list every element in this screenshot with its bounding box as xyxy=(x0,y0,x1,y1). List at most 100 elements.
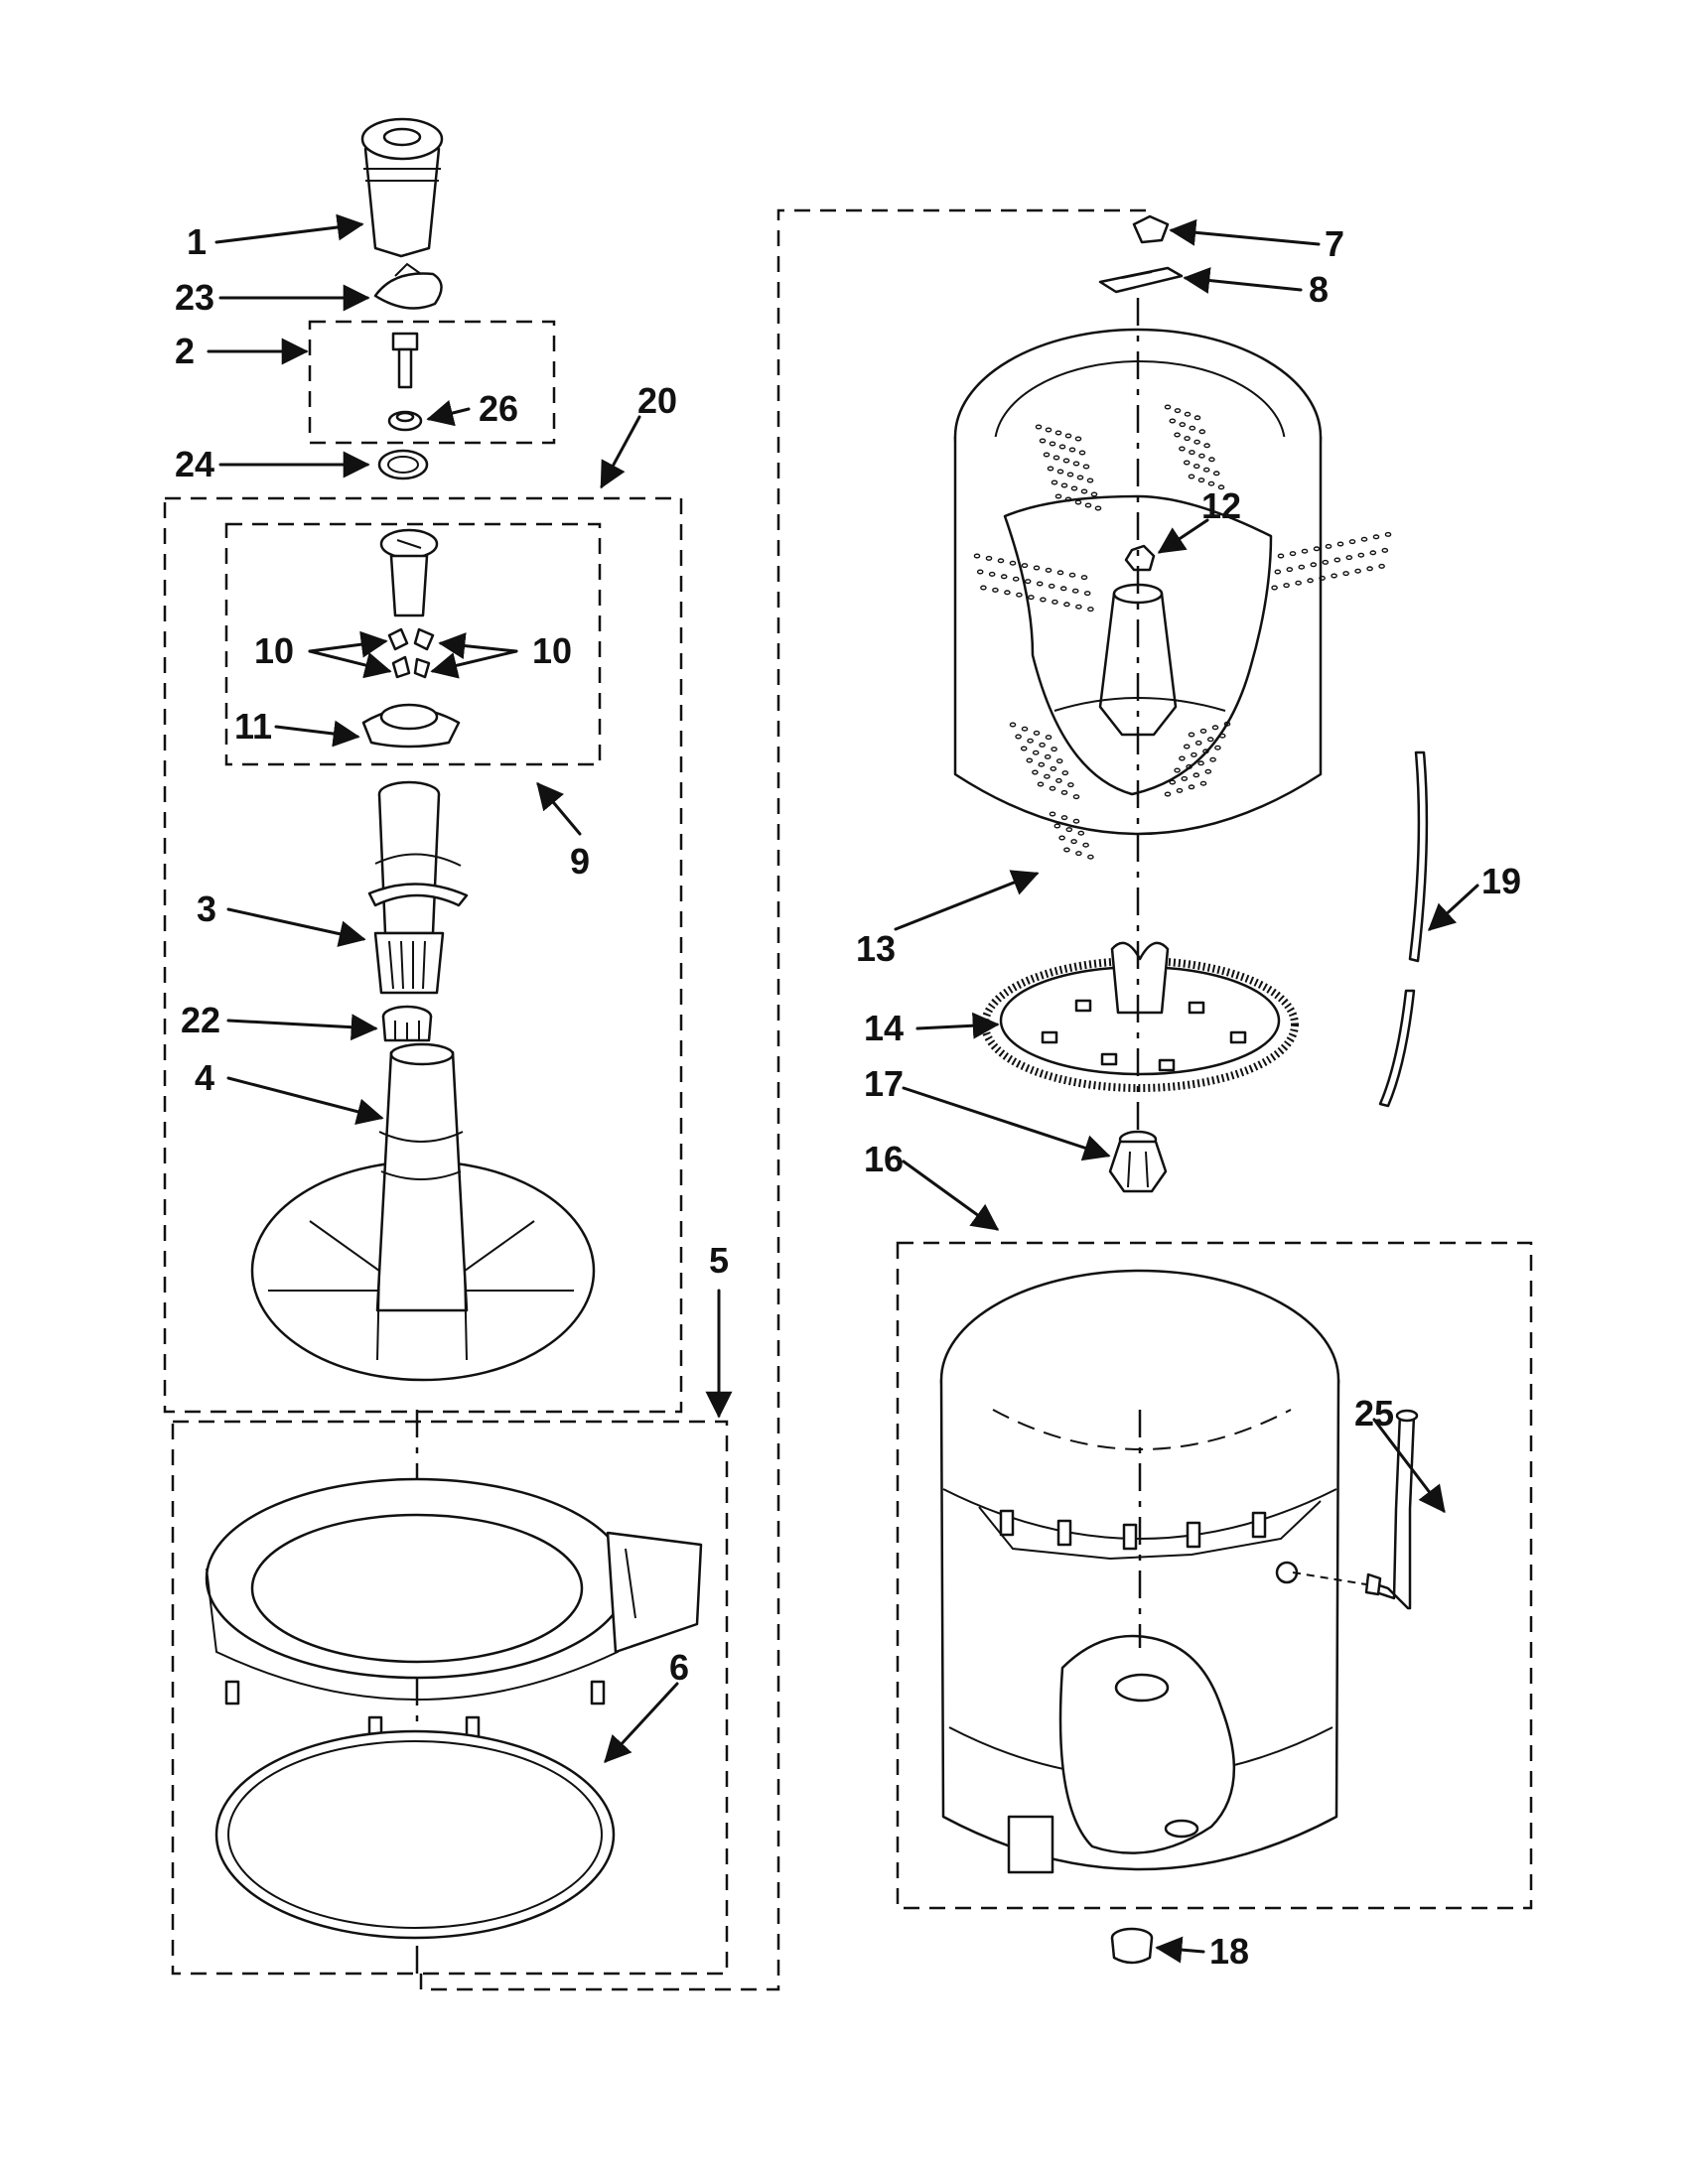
callout-24: 24 xyxy=(175,444,214,484)
perforation-hole xyxy=(1197,478,1205,483)
perforation-hole xyxy=(1033,565,1041,571)
perforation-hole xyxy=(1176,787,1184,793)
perforation-hole xyxy=(1033,730,1041,736)
part-18-plug xyxy=(1110,1927,1154,1965)
perforation-hole xyxy=(1060,815,1068,821)
leader-arrows xyxy=(207,213,1479,1964)
perforation-hole xyxy=(1024,579,1032,585)
perforation-hole xyxy=(1087,607,1094,613)
perforation-hole xyxy=(1211,725,1219,731)
perforation-hole xyxy=(1174,767,1181,773)
perforation-hole xyxy=(1212,471,1220,477)
perforation-hole xyxy=(1325,543,1333,549)
part-1-fabric-softener-cap xyxy=(360,117,444,258)
perforation-hole xyxy=(1068,572,1076,578)
perforation-hole xyxy=(1061,770,1069,776)
callout-7: 7 xyxy=(1325,223,1344,264)
perforation-hole xyxy=(1066,472,1074,478)
perforation-hole xyxy=(1015,734,1022,740)
callout-16: 16 xyxy=(864,1139,904,1179)
perforation-hole xyxy=(1193,464,1200,470)
perforation-hole xyxy=(1016,592,1023,598)
perforation-hole xyxy=(1169,779,1177,785)
perforation-hole xyxy=(1049,811,1056,817)
perforation-hole xyxy=(1047,466,1054,472)
part-cam xyxy=(379,528,439,617)
perforation-hole xyxy=(1223,721,1231,727)
group-box-20 xyxy=(163,496,683,1414)
perforation-hole xyxy=(1072,818,1080,824)
perforation-hole xyxy=(1191,751,1197,757)
callout-26: 26 xyxy=(479,388,518,429)
perforation-hole xyxy=(1053,823,1061,829)
perforation-hole xyxy=(1164,404,1172,410)
perforation-hole xyxy=(980,585,987,591)
perforation-hole xyxy=(1000,574,1008,580)
perforation-hole xyxy=(1199,780,1207,786)
perforation-hole xyxy=(1087,854,1094,860)
part-25-overflow-tube xyxy=(1292,1409,1419,1610)
perforation-hole xyxy=(1043,452,1051,458)
perforation-hole xyxy=(1052,599,1058,605)
callout-9: 9 xyxy=(570,841,590,882)
perforation-hole xyxy=(1075,851,1082,857)
perforation-hole xyxy=(1028,595,1035,601)
perforation-hole xyxy=(1174,432,1181,438)
perforation-hole xyxy=(1199,728,1207,734)
callout-17: 17 xyxy=(864,1063,904,1104)
perforation-hole xyxy=(985,555,993,561)
perforation-hole xyxy=(1193,772,1200,778)
perforation-hole xyxy=(1035,424,1043,430)
perforation-hole xyxy=(1036,581,1044,587)
perforation-hole xyxy=(1065,827,1073,833)
callout-11: 11 xyxy=(234,706,272,747)
callout-18: 18 xyxy=(1209,1931,1249,1972)
perforation-hole xyxy=(1054,430,1062,436)
perforation-hole xyxy=(1009,722,1017,728)
perforation-hole xyxy=(1218,733,1226,739)
part-7-nut xyxy=(1132,214,1170,244)
perforation-hole xyxy=(1063,847,1070,853)
perforation-hole xyxy=(1077,830,1085,836)
perforation-hole xyxy=(992,587,999,593)
perforation-hole xyxy=(1179,422,1187,428)
perforation-hole xyxy=(1076,475,1084,480)
part-2-bolt xyxy=(391,332,419,389)
perforation-hole xyxy=(1271,585,1278,591)
part-19-hose xyxy=(1378,751,1429,1108)
callout-10-left: 10 xyxy=(254,630,294,671)
callout-3: 3 xyxy=(197,888,216,929)
perforation-hole xyxy=(1059,586,1067,592)
perforation-hole xyxy=(973,553,981,559)
perforation-hole xyxy=(1208,457,1215,463)
perforation-hole xyxy=(1184,436,1191,442)
perforation-hole xyxy=(1064,496,1072,502)
perforation-hole xyxy=(1063,602,1070,608)
perforation-hole xyxy=(988,571,996,577)
perforation-hole xyxy=(1062,458,1070,464)
basket-perforations xyxy=(973,404,1392,860)
perforation-hole xyxy=(1189,425,1196,431)
part-17-hub-nut xyxy=(1108,1130,1168,1193)
perforation-hole xyxy=(1051,747,1057,752)
callout-8: 8 xyxy=(1309,269,1329,310)
callout-12: 12 xyxy=(1201,485,1241,526)
perforation-hole xyxy=(997,558,1005,564)
part-4-agitator-base xyxy=(250,1042,596,1382)
perforation-hole xyxy=(1049,785,1056,791)
perforation-hole xyxy=(1336,541,1344,547)
perforation-hole xyxy=(1183,744,1191,750)
perforation-hole xyxy=(1286,567,1294,573)
perforation-hole xyxy=(1203,443,1210,449)
callout-6: 6 xyxy=(669,1647,689,1688)
part-10-dogs xyxy=(387,627,435,679)
perforation-hole xyxy=(1037,781,1045,787)
perforation-hole xyxy=(1072,461,1080,467)
perforation-hole xyxy=(1071,588,1079,594)
perforation-hole xyxy=(1194,740,1202,746)
perforation-hole xyxy=(1331,573,1337,579)
perforation-hole xyxy=(1301,548,1309,554)
callout-13: 13 xyxy=(856,928,896,969)
perforation-hole xyxy=(1083,591,1091,597)
perforation-hole xyxy=(1049,441,1056,447)
